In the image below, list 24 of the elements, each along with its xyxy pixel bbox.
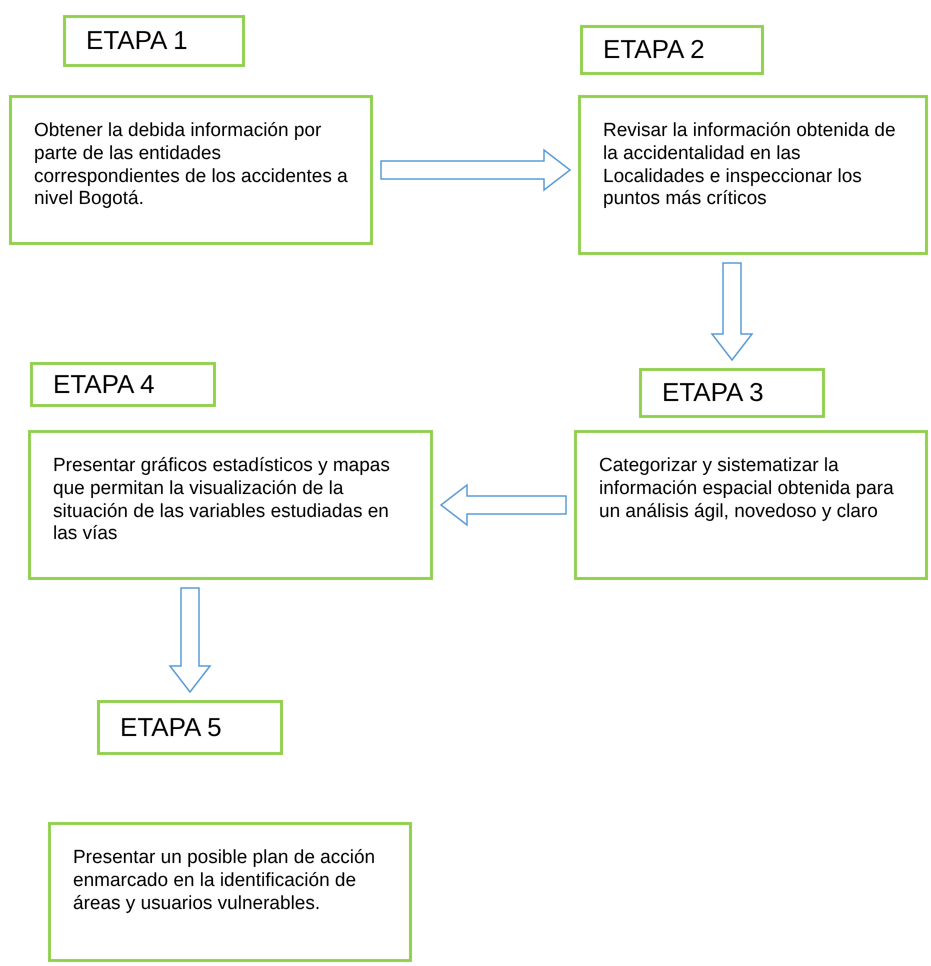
step-description: Presentar gráficos estadísticos y mapas que permitan la visualización de la situación de las variables estudiadas en las vías — [53, 455, 391, 546]
stage-title: ETAPA 4 — [53, 368, 156, 400]
stage-header-box — [63, 15, 245, 67]
step-description: Categorizar y sistematizar la información espacial obtenida para un análisis ágil, novedoso y claro — [599, 455, 895, 524]
block-arrow — [168, 587, 212, 694]
stage-header-box — [639, 368, 825, 418]
block-arrow — [710, 262, 754, 362]
stage-header-box — [580, 25, 764, 75]
step-box — [28, 430, 433, 580]
stage-title: ETAPA 2 — [603, 34, 706, 66]
stage-header-box — [97, 700, 283, 755]
stage-title: ETAPA 3 — [662, 377, 765, 409]
block-arrow — [380, 148, 572, 192]
step-box — [574, 430, 928, 580]
stage-title: ETAPA 1 — [86, 25, 189, 57]
stage-title: ETAPA 5 — [120, 712, 223, 744]
step-description: Revisar la información obtenida de la accidentalidad en las Localidades e inspeccionar los puntos más críticos — [603, 120, 897, 212]
stage-header-box — [30, 362, 216, 407]
step-box — [578, 95, 928, 255]
step-description: Presentar un posible plan de acción enmarcado en la identificación de áreas y usuarios vulnerables. — [73, 847, 376, 916]
block-arrow — [440, 483, 567, 527]
step-description: Obtener la debida información por parte de las entidades correspondientes de los accidentes a nivel Bogotá. — [34, 120, 349, 212]
step-box — [48, 822, 412, 962]
step-box — [9, 95, 373, 245]
